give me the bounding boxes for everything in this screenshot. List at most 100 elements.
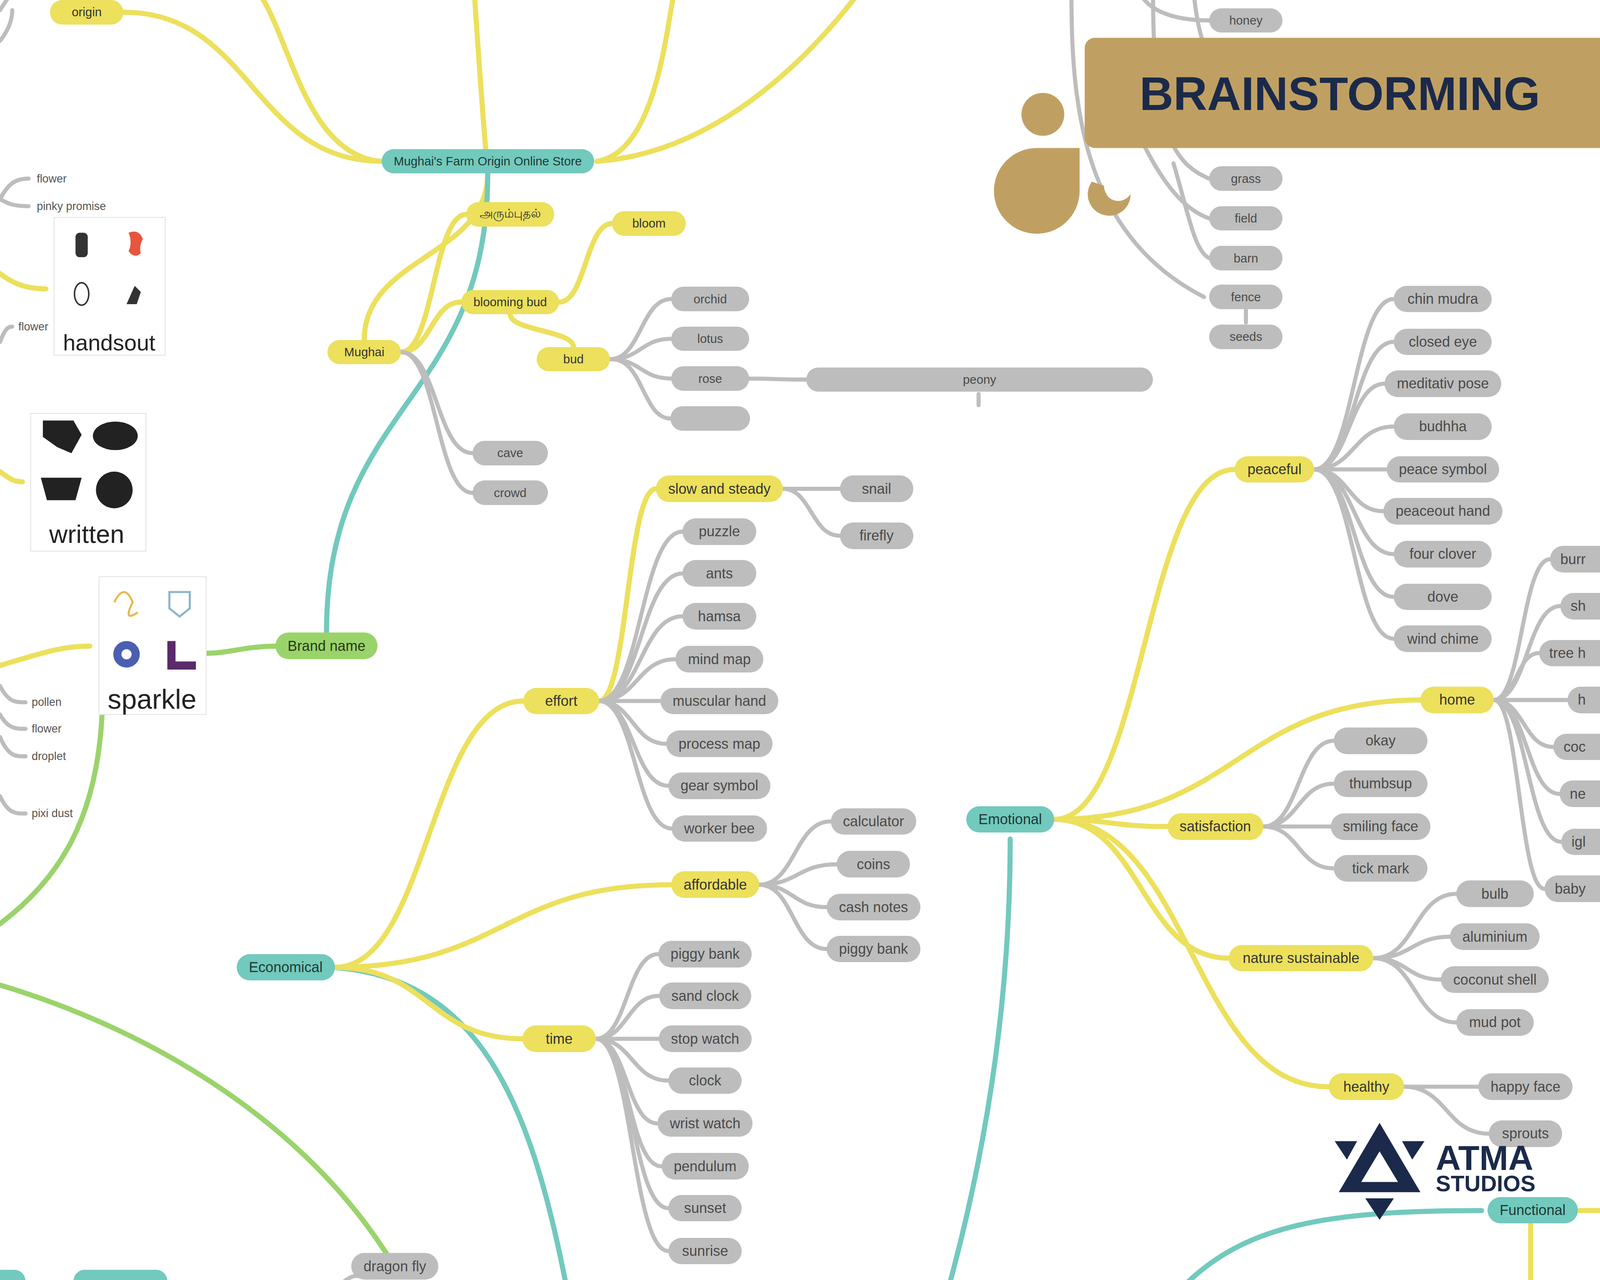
node-text: crowd	[493, 485, 527, 500]
node-text: cave	[497, 445, 523, 460]
leaf-node: ne	[1559, 780, 1600, 808]
leaf-node: barn	[1209, 245, 1283, 271]
leaf-node: gear symbol	[668, 772, 771, 800]
node-text: home	[1439, 691, 1475, 708]
leaf-node: h	[1567, 686, 1600, 714]
leaf-node: orchid	[671, 286, 749, 312]
leaf-node: chin mudra	[1393, 285, 1492, 313]
branch-connector	[1373, 893, 1456, 958]
node-text: slow and steady	[668, 480, 771, 498]
leaf-node: piggy bank	[658, 940, 753, 968]
leaf-node: peaceout hand	[1383, 497, 1503, 525]
branch-connector	[610, 299, 672, 360]
branch-node: bloom	[612, 211, 686, 236]
branch-connector	[400, 214, 467, 353]
node-text: peaceout hand	[1395, 502, 1490, 520]
node-text: clock	[688, 1072, 722, 1089]
node-text: origin	[71, 5, 102, 20]
node-text: worker bee	[684, 820, 755, 837]
branch-connector	[510, 314, 574, 347]
node-text: piggy bank	[838, 940, 908, 958]
node-text: அரும்புதல்	[479, 206, 541, 223]
side-note: flower	[31, 722, 62, 735]
node-text: mind map	[687, 651, 751, 668]
node-text: orchid	[693, 292, 727, 307]
branch-node: affordable	[671, 871, 760, 898]
branch-connector	[1314, 426, 1394, 470]
node-text: four clover	[1409, 545, 1477, 563]
node-text: snail	[861, 480, 891, 498]
leaf-node: coc	[1553, 733, 1600, 761]
node-text: wind chime	[1407, 630, 1479, 648]
thumbnail	[30, 217, 206, 715]
node-text: Brand name	[287, 637, 366, 655]
node-text: smiling face	[1342, 818, 1419, 835]
branch-connector	[759, 864, 837, 885]
branch-connector	[1054, 700, 1421, 820]
leaf-node: clock	[668, 1067, 742, 1095]
node-text: happy face	[1490, 1078, 1561, 1095]
branch-line	[0, 0, 1246, 1280]
branch-connector	[1493, 652, 1539, 700]
gold-drops	[993, 92, 1131, 234]
node-text: affordable	[683, 876, 748, 893]
logo-text: STUDIOS	[1435, 1172, 1536, 1195]
side-note: pinky promise	[36, 200, 106, 212]
branch-node: effort	[523, 687, 599, 715]
leaf-node: burr	[1550, 545, 1600, 573]
node-text: piggy bank	[670, 945, 740, 963]
node-text: hamsa	[697, 608, 741, 625]
side-note: pixi dust	[31, 807, 73, 819]
branch-connector	[335, 884, 672, 968]
branch-connector	[595, 995, 660, 1039]
leaf-node: budhha	[1393, 413, 1492, 440]
branch-node: blooming bud	[461, 290, 560, 315]
leaf-node: piggy bank	[826, 935, 921, 963]
leaf-node: honey	[1209, 8, 1283, 33]
node-text: aluminium	[1462, 928, 1528, 945]
node-text: h	[1577, 691, 1586, 708]
node-text: lotus	[697, 331, 723, 346]
branch-connector	[1314, 469, 1394, 598]
branch-connector	[1404, 1086, 1489, 1134]
branch-connector	[1263, 740, 1334, 827]
node-text: field	[1234, 211, 1258, 226]
leaf-node: tree h	[1539, 640, 1600, 667]
node-text: budhha	[1419, 418, 1467, 435]
leaf-node: mind map	[675, 645, 764, 673]
leaf-node: peony	[806, 367, 1154, 393]
node-text: peaceful	[1247, 461, 1302, 478]
branch-connector	[599, 700, 673, 829]
brand-node: Brand name	[275, 632, 378, 660]
node-text: fence	[1230, 290, 1261, 305]
side-note: droplet	[31, 750, 66, 762]
node-text: wrist watch	[669, 1115, 740, 1132]
branch-connector	[400, 352, 473, 453]
node-text: chin mudra	[1407, 290, 1479, 308]
node-text: barn	[1233, 251, 1259, 266]
node-text: sunset	[684, 1200, 727, 1217]
leaf-node: tick mark	[1333, 855, 1428, 882]
thumbnail-caption: handsout	[62, 331, 156, 355]
leaf-node: thumbsup	[1333, 770, 1428, 798]
node-text: closed eye	[1408, 333, 1478, 350]
leaf-node: muscular hand	[660, 687, 779, 715]
leaf-node: igl	[1561, 828, 1600, 856]
branch-connector	[1493, 700, 1562, 842]
node-text: nature sustainable	[1242, 950, 1360, 967]
leaf-node: sunrise	[668, 1237, 742, 1265]
leaf-node: four clover	[1393, 540, 1492, 568]
branch-node: nature sustainable	[1228, 945, 1374, 972]
leaf-node: firefly	[840, 522, 914, 550]
side-note: flower	[36, 172, 67, 185]
thumbnail-caption: sparkle	[107, 685, 197, 713]
node-text: burr	[1560, 551, 1586, 568]
category-node: Mughai's Farm Origin Online Store	[381, 149, 595, 174]
leaf-node: coconut shell	[1440, 966, 1549, 993]
side-note: pollen	[31, 696, 62, 708]
node-text: Mughai's Farm Origin Online Store	[393, 154, 582, 169]
node-text: satisfaction	[1179, 818, 1251, 835]
node-text: blooming bud	[473, 295, 547, 310]
title-banner	[1084, 37, 1600, 149]
node-text: igl	[1571, 833, 1586, 850]
